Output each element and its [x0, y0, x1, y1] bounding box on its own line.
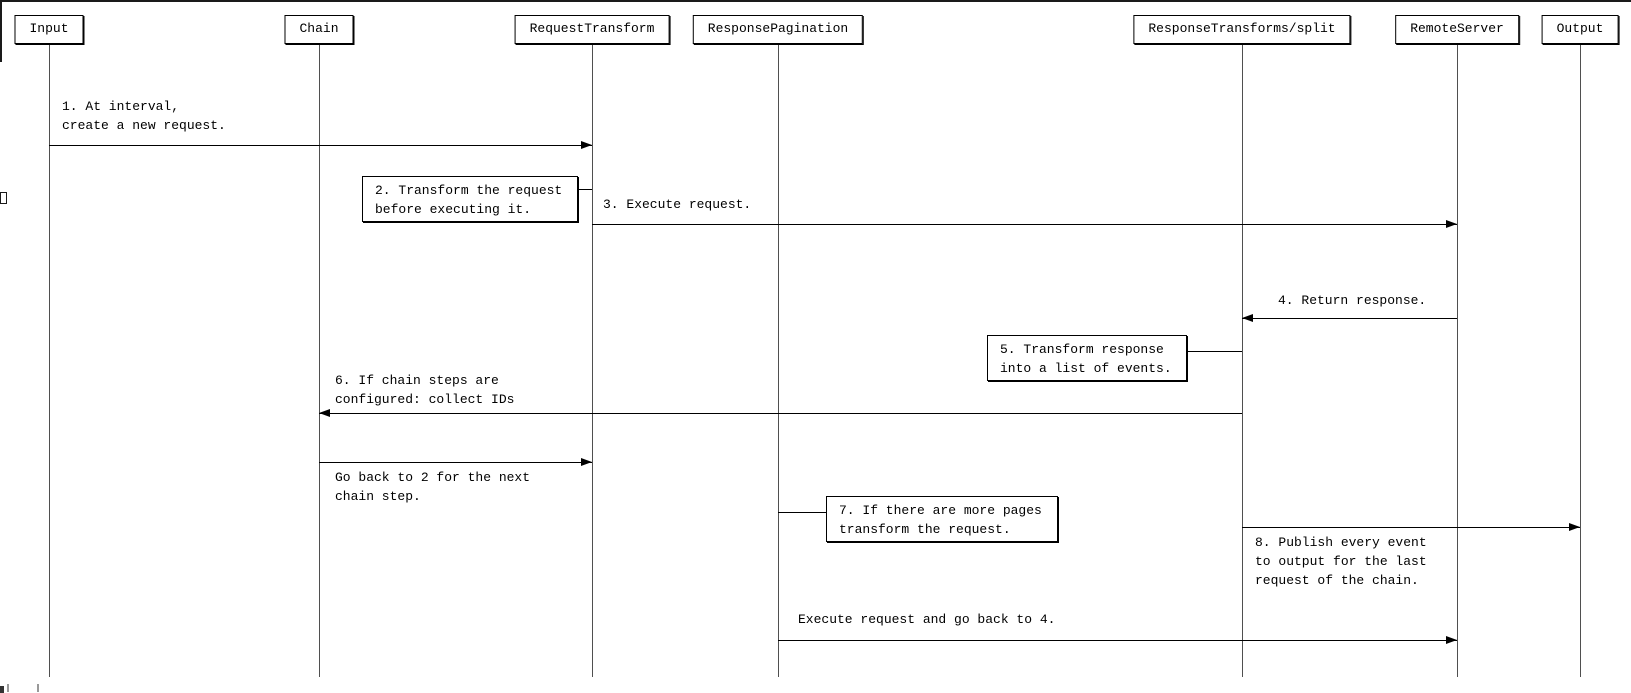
artifact-left-edge-notch: [0, 192, 7, 204]
message-label-4-return-response: 4. Return response.: [1278, 291, 1426, 310]
text-line: into a list of events.: [1000, 361, 1172, 376]
text-line: Execute request and go back to 4.: [798, 612, 1056, 627]
artifact-left-frame-line: [0, 0, 2, 62]
note-box-5-transform-response: 5. Transform response into a list of even…: [987, 335, 1187, 381]
lifeline-input: [49, 45, 50, 677]
text-line: configured: collect IDs: [335, 392, 515, 407]
lifeline-response-transforms-split: [1242, 45, 1243, 677]
message-line-3-execute-request: [592, 224, 1457, 225]
arrowhead-3-execute-request: [1446, 220, 1457, 228]
message-line-1-create-request: [49, 145, 592, 146]
text-line: 3. Execute request.: [603, 197, 752, 212]
text-line: 4. Return response.: [1278, 293, 1427, 308]
message-line-4-return-response: [1242, 318, 1457, 319]
actor-box-response-transforms-split: ResponseTransforms/split: [1133, 15, 1351, 44]
arrowhead-go-back-to-2: [581, 458, 592, 466]
text-line: 2. Transform the request: [375, 183, 563, 198]
message-label-6-collect-ids: 6. If chain steps are configured: collect…: [335, 371, 514, 409]
note-box-2-transform-request: 2. Transform the request before executing…: [362, 176, 578, 222]
actor-box-remote-server: RemoteServer: [1395, 15, 1519, 44]
actor-box-request-transform: RequestTransform: [514, 15, 670, 44]
text-line: before executing it.: [375, 202, 532, 217]
message-line-8-publish-events: [1242, 527, 1580, 528]
lifeline-request-transform: [592, 45, 593, 677]
text-line: 1. At interval,: [62, 99, 180, 114]
note-box-7-more-pages: 7. If there are more pages transform the …: [826, 496, 1058, 542]
text-line: 6. If chain steps are: [335, 373, 499, 388]
text-line: 7. If there are more pages: [839, 503, 1042, 518]
text-line: 8. Publish every event: [1255, 535, 1427, 550]
arrowhead-8-publish-events: [1569, 523, 1580, 531]
note-connector-7-more-pages: [778, 512, 826, 513]
text-line: create a new request.: [62, 118, 226, 133]
text-line: Go back to 2 for the next: [335, 470, 531, 485]
message-label-8-publish-events: 8. Publish every event to output for the …: [1255, 533, 1427, 590]
artifact-top-frame-line: [0, 0, 1631, 2]
lifeline-response-pagination: [778, 45, 779, 677]
actor-box-output: Output: [1541, 15, 1619, 44]
artifact-bottom-tick-2: [37, 684, 39, 692]
message-label-3-execute-request: 3. Execute request.: [603, 195, 751, 214]
text-line: transform the request.: [839, 522, 1011, 537]
lifeline-output: [1580, 45, 1581, 677]
lifeline-remote-server: [1457, 45, 1458, 677]
text-line: chain step.: [335, 489, 421, 504]
artifact-bottom-corner-mark: [0, 686, 4, 693]
artifact-bottom-tick-1: [7, 684, 9, 692]
note-connector-2-transform-request: [578, 189, 592, 190]
actor-box-response-pagination: ResponsePagination: [692, 15, 864, 44]
message-line-6-collect-ids: [319, 413, 1242, 414]
arrowhead-4-return-response: [1242, 314, 1253, 322]
message-label-1-create-request: 1. At interval, create a new request.: [62, 97, 226, 135]
text-line: to output for the last: [1255, 554, 1427, 569]
arrowhead-1-create-request: [581, 141, 592, 149]
message-label-execute-go-back-to-4: Execute request and go back to 4.: [798, 610, 1055, 629]
message-line-execute-go-back-to-4: [778, 640, 1457, 641]
arrowhead-6-collect-ids: [319, 409, 330, 417]
message-line-go-back-to-2: [319, 462, 592, 463]
text-line: request of the chain.: [1255, 573, 1419, 588]
message-label-go-back-to-2: Go back to 2 for the next chain step.: [335, 468, 530, 506]
text-line: 5. Transform response: [1000, 342, 1164, 357]
lifeline-chain: [319, 45, 320, 677]
actor-box-input: Input: [14, 15, 84, 44]
arrowhead-execute-go-back-to-4: [1446, 636, 1457, 644]
actor-box-chain: Chain: [284, 15, 354, 44]
note-connector-5-transform-response: [1187, 351, 1242, 352]
